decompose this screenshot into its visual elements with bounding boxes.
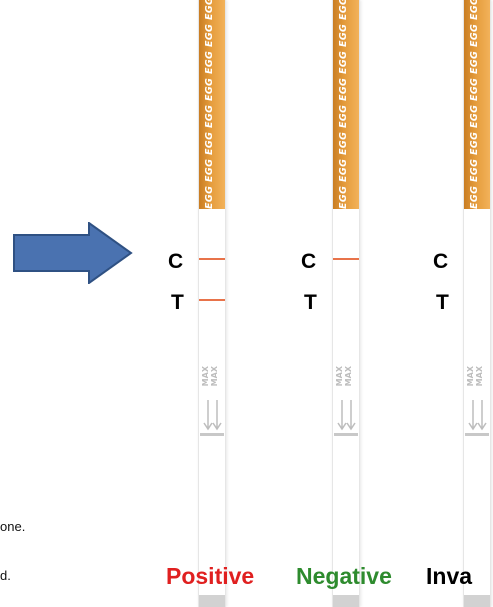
- control-line: [333, 258, 359, 260]
- invalid-caption: Inva: [426, 563, 473, 589]
- control-zone-label: C: [168, 250, 184, 273]
- control-zone-label: C: [301, 250, 317, 273]
- max-bar: [465, 433, 489, 436]
- sample-pad: EGG EGG EGG EGG EGG EGG EGG EGG EGG: [199, 0, 225, 209]
- sample-pad: EGG EGG EGG EGG EGG EGG EGG EGG EGG: [333, 0, 359, 209]
- right-arrow-icon: [13, 222, 133, 284]
- test-zone-label: T: [304, 291, 317, 314]
- negative-caption: Negative: [296, 563, 392, 589]
- strip-bottom: [333, 595, 359, 607]
- pad-text: EGG EGG EGG EGG EGG EGG EGG EGG EGG: [204, 0, 215, 209]
- strip-bottom: [199, 595, 225, 607]
- max-label: MAX: [201, 366, 210, 387]
- max-arrows-icon: [468, 400, 487, 431]
- test-zone-label: T: [436, 291, 449, 314]
- pad-text: EGG EGG EGG EGG EGG EGG EGG EGG EGG: [469, 0, 480, 209]
- max-label: MAX: [210, 366, 219, 387]
- note-text: one.: [0, 519, 26, 534]
- max-label: MAX: [475, 366, 484, 387]
- max-arrows-icon: [203, 400, 222, 431]
- max-arrows-icon: [337, 400, 356, 431]
- test-strip-positive: EGG EGG EGG EGG EGG EGG EGG EGG EGG MAX …: [198, 0, 226, 607]
- max-bar: [334, 433, 358, 436]
- strip-bottom: [464, 595, 490, 607]
- positive-caption: Positive: [166, 563, 255, 589]
- pad-text: EGG EGG EGG EGG EGG EGG EGG EGG EGG: [338, 0, 349, 209]
- sample-pad: EGG EGG EGG EGG EGG EGG EGG EGG EGG: [464, 0, 490, 209]
- test-strip-invalid: EGG EGG EGG EGG EGG EGG EGG EGG EGG MAX …: [463, 0, 491, 607]
- control-zone-label: C: [433, 250, 449, 273]
- max-label: MAX: [466, 366, 475, 387]
- control-line: [199, 258, 225, 260]
- max-label: MAX: [344, 366, 353, 387]
- max-bar: [200, 433, 224, 436]
- max-label: MAX: [335, 366, 344, 387]
- test-line: [199, 299, 225, 301]
- note-text: d.: [0, 568, 11, 583]
- test-strip-negative: EGG EGG EGG EGG EGG EGG EGG EGG EGG MAX …: [332, 0, 360, 607]
- test-zone-label: T: [171, 291, 184, 314]
